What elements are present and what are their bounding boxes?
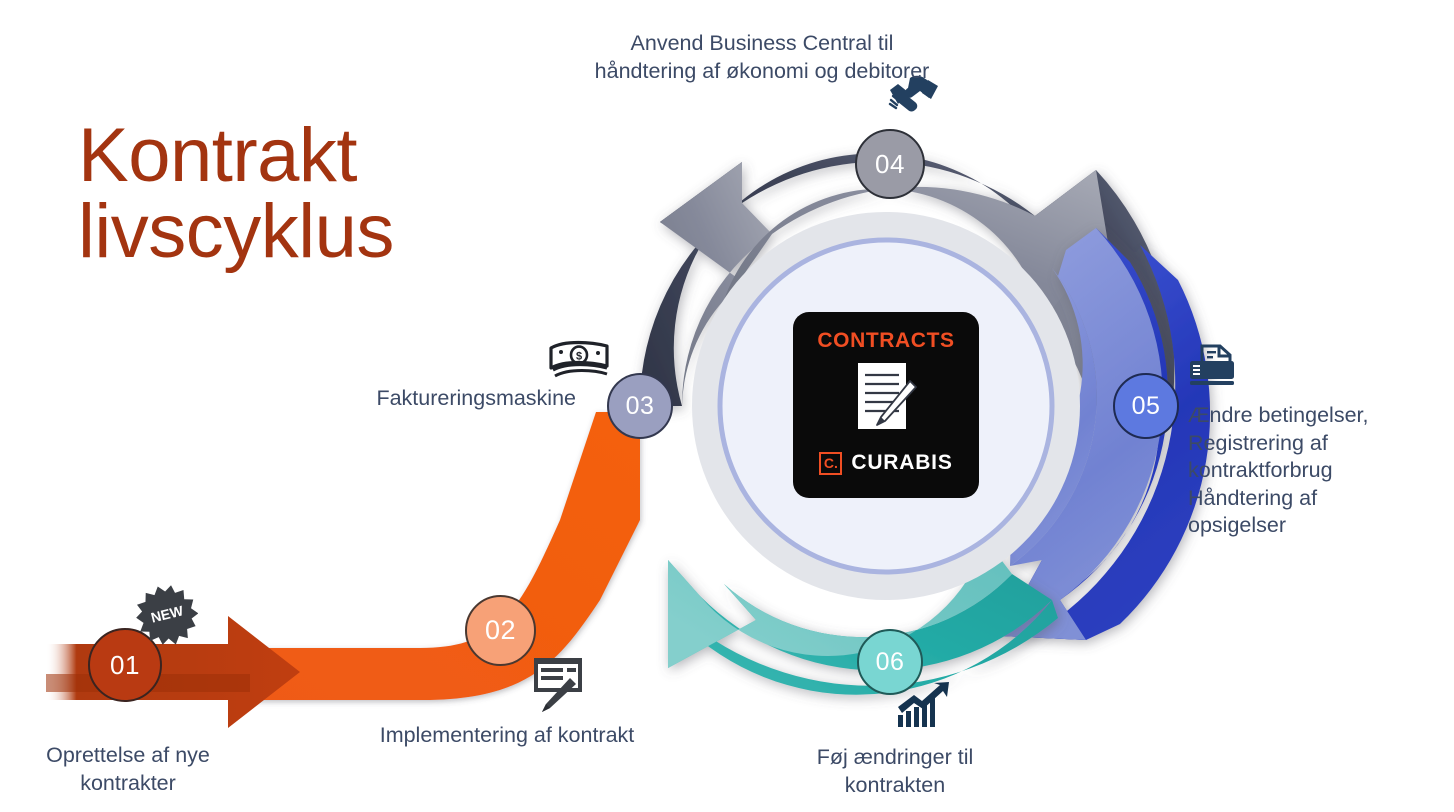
step-circle-02[interactable]: 02 bbox=[465, 595, 536, 666]
caption-step-04: Anvend Business Central til håndtering a… bbox=[594, 31, 930, 83]
step-circle-03[interactable]: 03 bbox=[607, 373, 673, 439]
logo-brand-name: CURABIS bbox=[851, 451, 953, 474]
handshake-icon bbox=[884, 72, 942, 122]
new-badge-icon: NEW bbox=[136, 583, 199, 645]
step-circle-05[interactable]: 05 bbox=[1113, 373, 1179, 439]
page-title: Kontrakt livscyklus bbox=[78, 118, 508, 270]
curabis-mark-icon: C. bbox=[819, 451, 843, 475]
step-circle-01[interactable]: 01 bbox=[88, 628, 162, 702]
document-pencil-icon bbox=[848, 359, 924, 444]
growth-chart-icon bbox=[896, 681, 952, 729]
caption-step-05: Ændre betingelser, Registrering af kontr… bbox=[1188, 403, 1369, 538]
caption-step-03: Faktureringsmaskine bbox=[376, 386, 576, 410]
logo-heading: CONTRACTS bbox=[817, 329, 955, 352]
caption-step-02: Implementering af kontrakt bbox=[379, 723, 635, 747]
step-circle-06[interactable]: 06 bbox=[857, 629, 923, 695]
step-circle-04[interactable]: 04 bbox=[855, 129, 925, 199]
printer-icon bbox=[1186, 343, 1238, 388]
title-line-1: Kontrakt bbox=[78, 113, 358, 198]
caption-step-06: Føj ændringer til kontrakten bbox=[816, 745, 974, 797]
svg-text:$: $ bbox=[576, 351, 582, 363]
new-badge-text: NEW bbox=[149, 602, 185, 626]
money-icon: $ bbox=[549, 340, 611, 382]
teal-arrow bbox=[668, 540, 1058, 695]
signature-form-icon bbox=[526, 656, 588, 714]
curabis-contracts-logo: CONTRACTS C. CURABIS bbox=[793, 312, 979, 498]
title-line-2: livscyklus bbox=[78, 189, 394, 274]
logo-brand: C. CURABIS bbox=[819, 451, 952, 475]
caption-step-01: Oprettelse af nye kontrakter bbox=[46, 743, 210, 795]
